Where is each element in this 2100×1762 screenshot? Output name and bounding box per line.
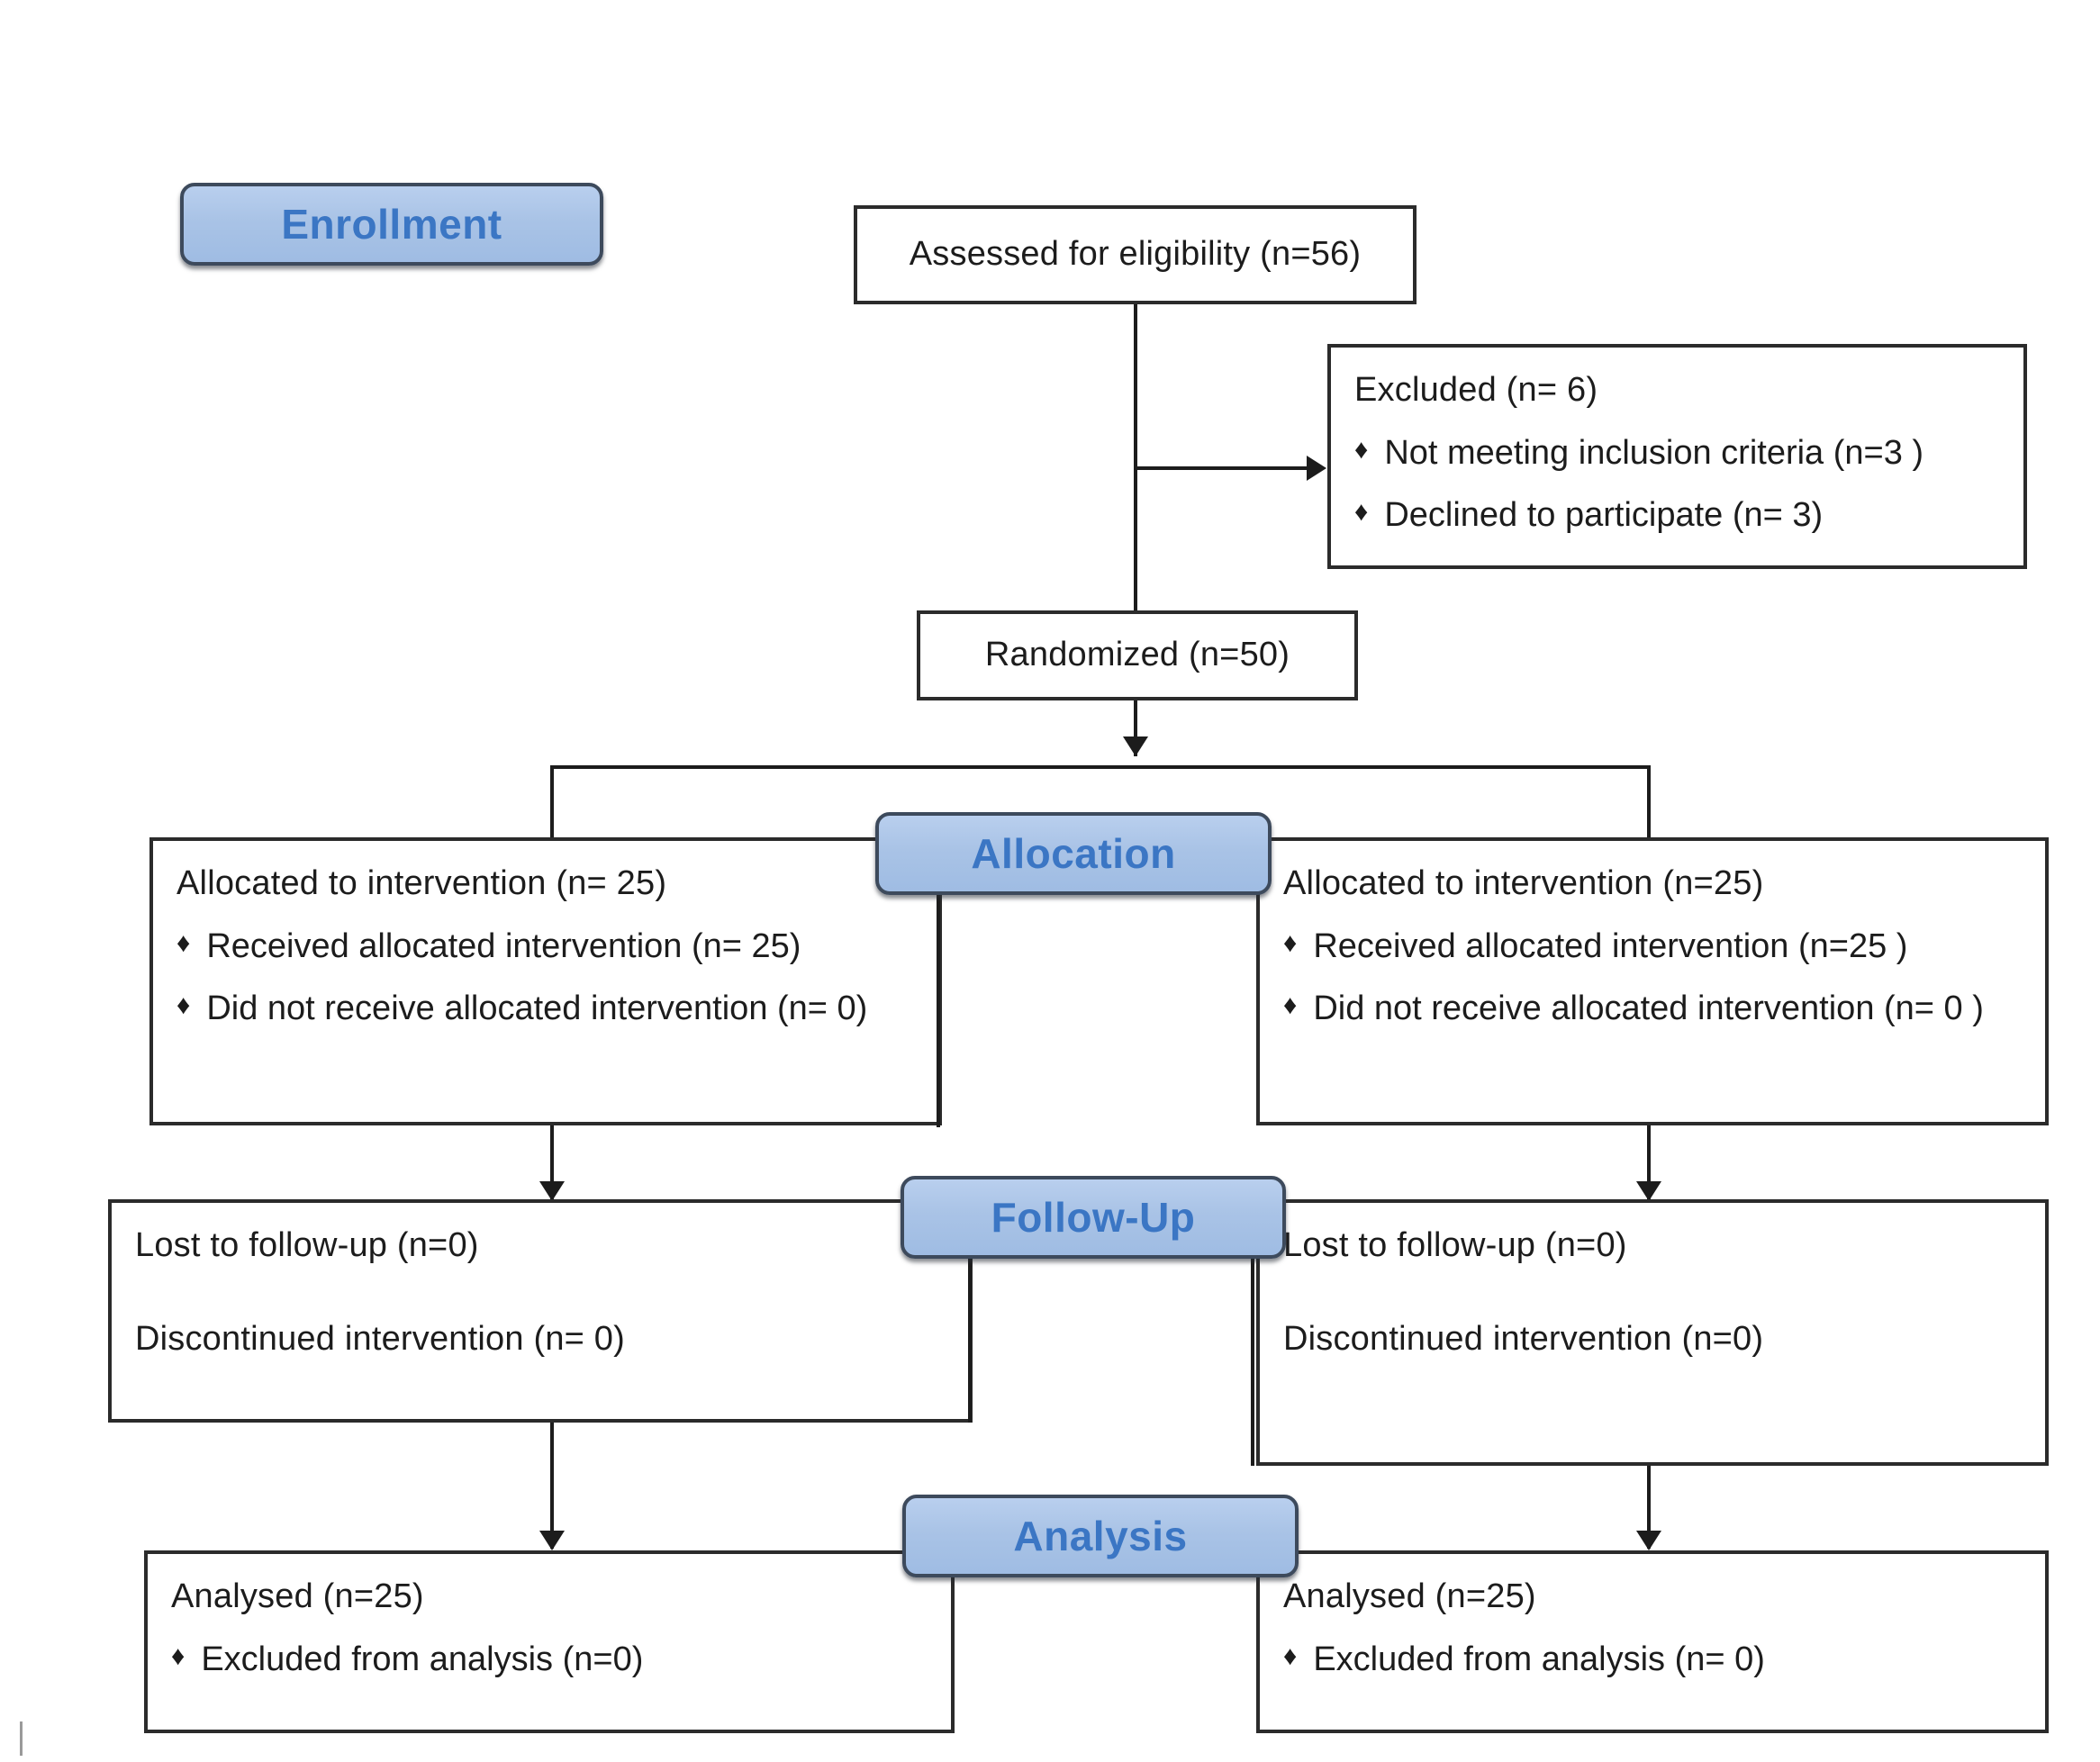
allocation-right-item: ♦ Received allocated intervention (n=25 …	[1283, 927, 2045, 967]
followup-right-lost: Lost to follow-up (n=0)	[1283, 1226, 1627, 1264]
stage-label-followup: Follow-Up	[991, 1194, 1196, 1241]
analysis-right-title: Analysed (n=25)	[1283, 1577, 1536, 1615]
box-followup-left: Lost to follow-up (n=0) Discontinued int…	[108, 1199, 973, 1423]
connector-to-excluded	[1134, 466, 1310, 470]
allocation-left-item: ♦ Did not receive allocated intervention…	[177, 989, 938, 1029]
connector-alloc-left-to-followup	[550, 1125, 554, 1201]
connector-allocation-spine	[937, 895, 940, 1127]
connector-assessed-to-randomized	[1134, 304, 1137, 612]
box-analysis-right: Analysed (n=25) ♦ Excluded from analysis…	[1256, 1550, 2049, 1733]
allocation-right-item-text: Did not receive allocated intervention (…	[1313, 989, 1984, 1028]
allocation-right-item-text: Received allocated intervention (n=25 )	[1313, 926, 1908, 965]
arrow-down-icon-randomized	[1123, 736, 1148, 756]
box-followup-right: Lost to follow-up (n=0) Discontinued int…	[1256, 1199, 2049, 1466]
followup-left-lost: Lost to follow-up (n=0)	[135, 1226, 479, 1264]
allocation-left-item-text: Received allocated intervention (n= 25)	[206, 926, 801, 965]
allocation-right-title: Allocated to intervention (n=25)	[1283, 864, 1764, 902]
arrow-down-icon-followup-right	[1636, 1181, 1661, 1201]
connector-alloc-right-to-followup	[1647, 1125, 1651, 1201]
bullet-diamond-icon: ♦	[1354, 497, 1369, 528]
analysis-left-item-text: Excluded from analysis (n=0)	[201, 1640, 644, 1678]
stage-label-enrollment: Enrollment	[281, 201, 502, 248]
connector-followup-right-to-analysis	[1647, 1466, 1651, 1549]
excluded-reason-text: Not meeting inclusion criteria (n=3 )	[1384, 433, 1924, 472]
box-analysis-left: Analysed (n=25) ♦ Excluded from analysis…	[144, 1550, 955, 1733]
stage-pill-followup: Follow-Up	[901, 1176, 1286, 1259]
box-allocation-left: Allocated to intervention (n= 25) ♦ Rece…	[149, 837, 942, 1125]
stage-pill-analysis: Analysis	[902, 1495, 1299, 1577]
followup-right-discontinued: Discontinued intervention (n=0)	[1283, 1319, 1764, 1358]
allocation-left-item: ♦ Received allocated intervention (n= 25…	[177, 927, 938, 967]
bullet-diamond-icon: ♦	[1283, 1640, 1298, 1671]
bullet-diamond-icon: ♦	[177, 927, 191, 958]
arrow-right-icon-excluded	[1307, 456, 1326, 481]
connector-followup-spine	[968, 1259, 972, 1423]
analysis-right-item-text: Excluded from analysis (n= 0)	[1313, 1640, 1765, 1678]
stage-label-analysis: Analysis	[1013, 1513, 1188, 1559]
box-assessed-for-eligibility: Assessed for eligibility (n=56)	[854, 205, 1417, 304]
excluded-reason-text: Declined to participate (n= 3)	[1384, 496, 1824, 535]
bullet-diamond-icon: ♦	[1283, 990, 1298, 1021]
page-edge-tick-mark	[20, 1721, 23, 1756]
bullet-diamond-icon: ♦	[177, 990, 191, 1021]
connector-followup-spine-right	[1251, 1259, 1254, 1466]
connector-split-right-drop	[1647, 765, 1651, 859]
excluded-title: Excluded (n= 6)	[1354, 371, 1598, 409]
arrow-down-icon-analysis-left	[539, 1531, 565, 1550]
followup-left-discontinued: Discontinued intervention (n= 0)	[135, 1319, 625, 1358]
bullet-diamond-icon: ♦	[1354, 434, 1369, 465]
analysis-left-title: Analysed (n=25)	[171, 1577, 424, 1615]
connector-split-bar-allocation	[550, 765, 1651, 769]
arrow-down-icon-followup-left	[539, 1181, 565, 1201]
allocation-left-item-text: Did not receive allocated intervention (…	[206, 989, 868, 1028]
stage-pill-enrollment: Enrollment	[180, 183, 603, 266]
connector-split-left-drop	[550, 765, 554, 859]
allocation-right-item: ♦ Did not receive allocated intervention…	[1283, 989, 2045, 1029]
analysis-right-item: ♦ Excluded from analysis (n= 0)	[1283, 1640, 2045, 1680]
stage-label-allocation: Allocation	[971, 830, 1176, 877]
analysis-left-item: ♦ Excluded from analysis (n=0)	[171, 1640, 951, 1680]
stage-pill-allocation: Allocation	[875, 812, 1272, 895]
assessed-label: Assessed for eligibility (n=56)	[909, 235, 1362, 274]
bullet-diamond-icon: ♦	[171, 1640, 186, 1671]
excluded-reason-item: ♦ Not meeting inclusion criteria (n=3 )	[1354, 434, 2023, 474]
box-allocation-right: Allocated to intervention (n=25) ♦ Recei…	[1256, 837, 2049, 1125]
connector-randomized-down	[1134, 700, 1137, 756]
bullet-diamond-icon: ♦	[1283, 927, 1298, 958]
randomized-label: Randomized (n=50)	[984, 636, 1290, 674]
connector-followup-left-to-analysis	[550, 1423, 554, 1549]
allocation-left-title: Allocated to intervention (n= 25)	[177, 864, 667, 902]
excluded-reason-item: ♦ Declined to participate (n= 3)	[1354, 496, 2023, 536]
box-excluded: Excluded (n= 6) ♦ Not meeting inclusion …	[1327, 344, 2027, 569]
arrow-down-icon-analysis-right	[1636, 1531, 1661, 1550]
box-randomized: Randomized (n=50)	[917, 610, 1358, 700]
